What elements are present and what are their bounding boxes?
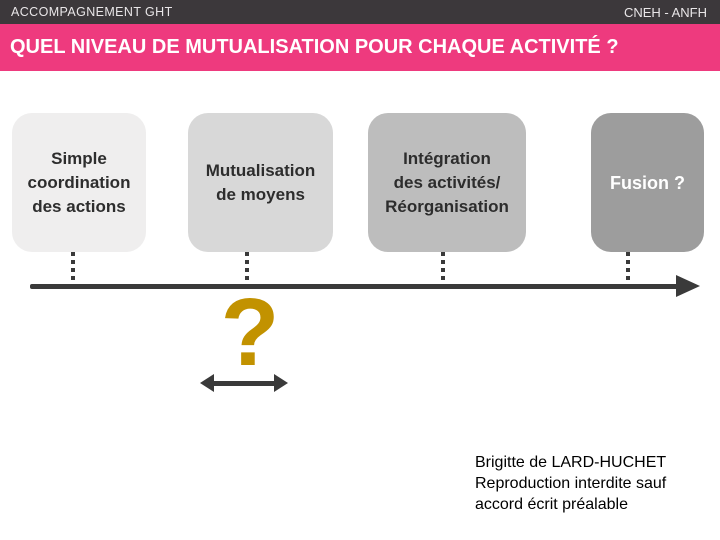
copyright-note: Brigitte de LARD-HUCHET Reproduction int… bbox=[475, 452, 666, 515]
header-right-label: CNEH - ANFH bbox=[623, 5, 707, 20]
double-arrow-right-head-icon bbox=[274, 374, 288, 392]
stage-box-fusion: Fusion ? bbox=[591, 113, 704, 252]
stage-box-mutualisation: Mutualisation de moyens bbox=[188, 113, 333, 252]
copyright-line-3: accord écrit préalable bbox=[475, 496, 628, 513]
dotted-connector-1 bbox=[71, 252, 75, 282]
double-arrow-left-head-icon bbox=[200, 374, 214, 392]
top-header-bar: ACCOMPAGNEMENT GHT CNEH - ANFH bbox=[0, 0, 720, 24]
copyright-line-1: Brigitte de LARD-HUCHET bbox=[475, 454, 667, 471]
dotted-connector-2 bbox=[245, 252, 249, 282]
stage-box-integration: Intégration des activités/ Réorganisatio… bbox=[368, 113, 526, 252]
question-mark: ? bbox=[220, 279, 280, 386]
title-band: QUEL NIVEAU DE MUTUALISATION POUR CHAQUE… bbox=[0, 24, 720, 71]
header-left-label: ACCOMPAGNEMENT GHT bbox=[11, 5, 173, 19]
double-arrow-shaft bbox=[212, 381, 276, 386]
timeline-arrowhead-icon bbox=[676, 275, 700, 297]
stage-box-simple-coordination: Simple coordination des actions bbox=[12, 113, 146, 252]
timeline-axis bbox=[30, 284, 682, 289]
copyright-line-2: Reproduction interdite sauf bbox=[475, 475, 667, 492]
slide-title: QUEL NIVEAU DE MUTUALISATION POUR CHAQUE… bbox=[10, 36, 619, 58]
dotted-connector-3 bbox=[441, 252, 445, 282]
dotted-connector-4 bbox=[626, 252, 630, 282]
